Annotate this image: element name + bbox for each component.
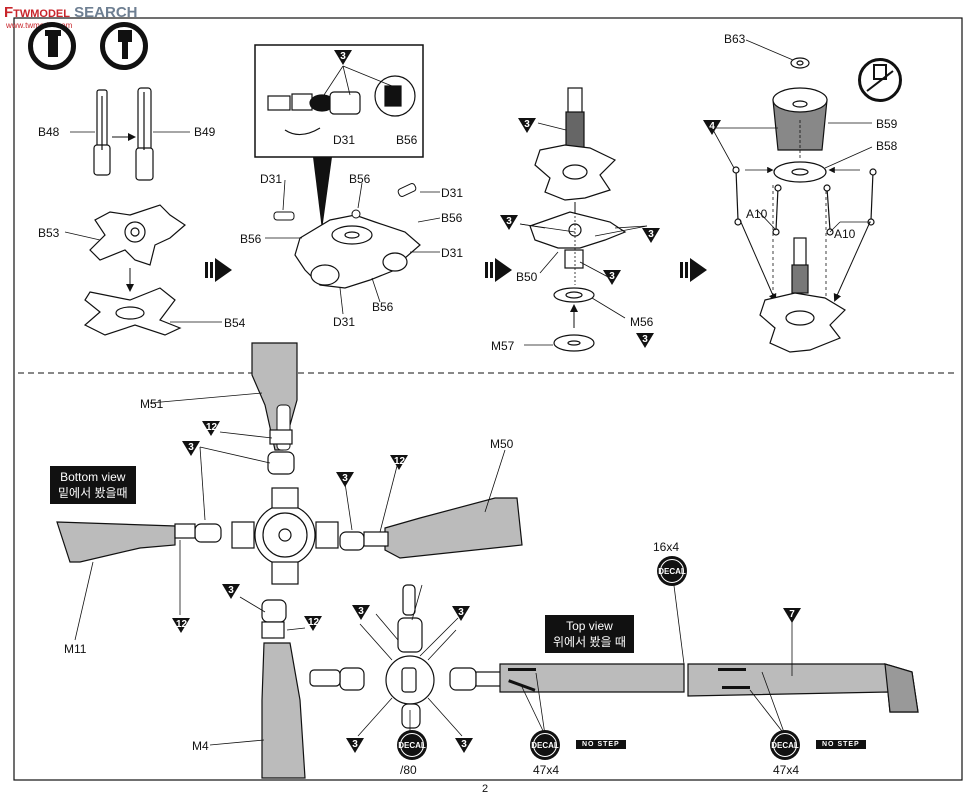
part-m56-ring: [553, 287, 595, 303]
decal-badge-47b: DECAL: [770, 730, 800, 760]
stripe-1: [508, 668, 536, 671]
part-m57-disc: [553, 334, 595, 352]
marker-3-tv-3: 3: [346, 738, 364, 753]
no-cement-icon-step4: [858, 58, 902, 102]
bottom-view-label: Bottom view 밑에서 봤을때: [50, 466, 136, 504]
label-b58: B58: [876, 139, 898, 153]
top-rotor-hub: [309, 584, 517, 729]
label-decal-16: 16x4: [653, 540, 680, 554]
no-step-decal-2: NO STEP: [816, 740, 866, 749]
marker-7: 7: [783, 608, 801, 623]
decal-badge-47a: DECAL: [530, 730, 560, 760]
part-b63-cap: [790, 57, 810, 69]
stripe-4: [722, 686, 750, 689]
label-b54: B54: [224, 316, 246, 330]
marker-3-inset: 3: [334, 50, 352, 65]
part-b49: [135, 87, 154, 181]
marker-3-bottomleft: 3: [222, 584, 240, 599]
label-a10-left: A10: [746, 207, 768, 221]
part-b50-swashplate: [529, 211, 627, 269]
inset-pointer: [313, 157, 332, 230]
label-decal-80: /80: [400, 763, 417, 777]
part-d31-small: [273, 183, 417, 221]
label-b50: B50: [516, 270, 538, 284]
page-number: 2: [482, 783, 489, 795]
label-b56-4: B56: [372, 300, 394, 314]
blade-m4: [261, 642, 306, 779]
label-b48: B48: [38, 125, 60, 139]
label-d31-2: D31: [441, 186, 464, 200]
label-m4: M4: [192, 739, 209, 753]
label-b59: B59: [876, 117, 898, 131]
watermark-brand: FTWMODEL SEARCH: [4, 4, 138, 21]
label-decal-47a: 47x4: [533, 763, 560, 777]
label-b49: B49: [194, 125, 216, 139]
label-d31-1: D31: [260, 172, 283, 186]
label-m51: M51: [140, 397, 164, 411]
marker-3-m56: 3: [636, 333, 654, 348]
marker-12-top: 12: [202, 421, 220, 436]
no-cement-icon: [100, 22, 148, 70]
top-view-label: Top view 위에서 봤을 때: [545, 615, 634, 653]
step-arrow-3: [680, 258, 707, 282]
label-b56-inset: B56: [396, 133, 418, 147]
label-d31-4: D31: [333, 315, 356, 329]
label-a10-right: A10: [834, 227, 856, 241]
rotor-hub-assembly: [294, 214, 421, 289]
part-b58-plate: [773, 161, 827, 183]
no-step-decal-1: NO STEP: [576, 740, 626, 749]
label-d31-inset: D31: [333, 133, 356, 147]
inset-parts: [267, 75, 416, 136]
marker-12-right: 12: [390, 455, 408, 470]
stripe-2: [508, 679, 536, 692]
label-d31-3: D31: [441, 246, 464, 260]
decal-badge-16: DECAL: [657, 556, 687, 586]
marker-4: 4: [703, 120, 721, 135]
marker-3-right: 3: [642, 228, 660, 243]
marker-3-tv-2: 3: [452, 606, 470, 621]
label-b63: B63: [724, 32, 746, 46]
blade-m11: [56, 521, 176, 563]
label-m56: M56: [630, 315, 654, 329]
bottom-rotor-hub: [174, 429, 389, 639]
label-m11: M11: [64, 642, 87, 656]
label-b56-2: B56: [441, 211, 463, 225]
marker-3-right: 3: [336, 472, 354, 487]
marker-3-mast: 3: [518, 118, 536, 133]
part-b53: [89, 204, 186, 266]
label-b53: B53: [38, 226, 60, 240]
label-b56-1: B56: [349, 172, 371, 186]
marker-3-tv-4: 3: [455, 738, 473, 753]
label-decal-47b: 47x4: [773, 763, 800, 777]
label-m57: M57: [491, 339, 515, 353]
marker-3-tv-1: 3: [352, 605, 370, 620]
final-mast-assembly: [759, 237, 846, 353]
stripe-3: [718, 668, 746, 671]
page-frame: [13, 17, 963, 781]
step-arrow-1: [205, 258, 232, 282]
marker-12-left: 12: [172, 618, 190, 633]
label-b56-3: B56: [240, 232, 262, 246]
decal-badge-80: DECAL: [397, 730, 427, 760]
blade-top-view: [499, 663, 919, 713]
label-m50: M50: [490, 437, 514, 451]
marker-3-topleft: 3: [182, 441, 200, 456]
blade-m50: [384, 497, 523, 559]
cement-icon: [28, 22, 76, 70]
part-b54: [83, 287, 182, 336]
marker-3-lower: 3: [603, 270, 621, 285]
marker-3-left: 3: [500, 215, 518, 230]
part-b48: [93, 89, 111, 176]
marker-12-bottom: 12: [304, 616, 322, 631]
rotor-mast-assembly: [534, 87, 617, 201]
step-arrow-2: [485, 258, 512, 282]
